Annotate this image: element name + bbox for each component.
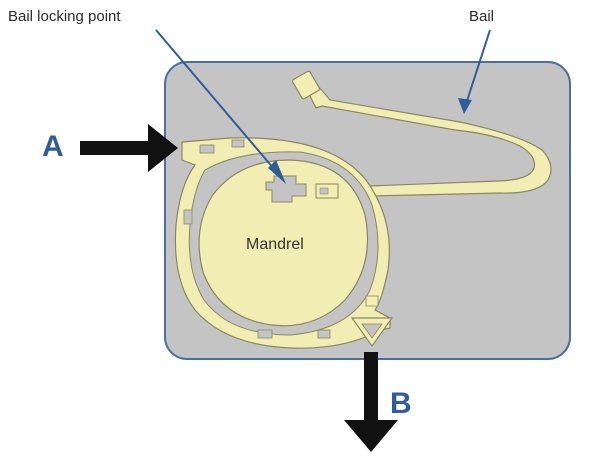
mandrel — [198, 159, 369, 327]
bail-locking-point-label: Bail locking point — [8, 8, 121, 25]
down-arrow-icon — [344, 352, 398, 452]
force-a-label: A — [42, 130, 64, 163]
leader-bail-locking-point — [155, 29, 286, 184]
mandrel-label: Mandrel — [246, 236, 304, 253]
force-b-label: B — [390, 387, 412, 420]
bail-label: Bail — [469, 8, 495, 25]
right-arrow-icon — [80, 124, 178, 172]
leader-bail — [458, 29, 491, 114]
